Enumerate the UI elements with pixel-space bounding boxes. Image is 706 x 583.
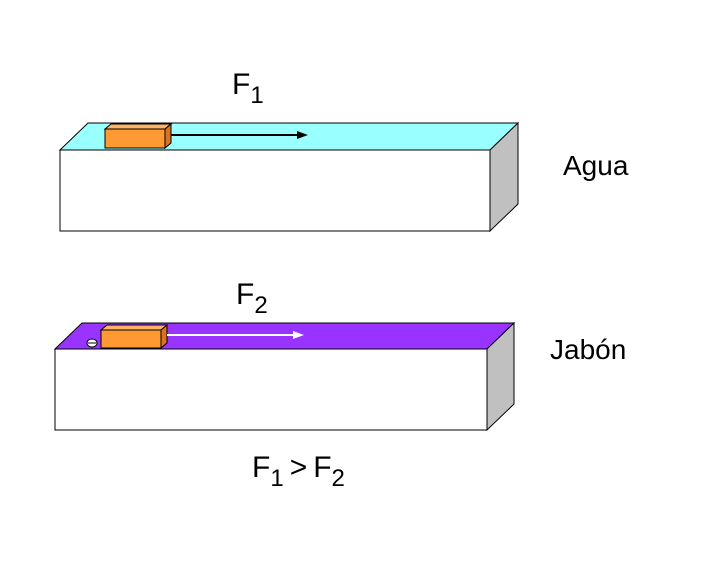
svg-text:F2: F2 xyxy=(236,278,268,319)
svg-text:F1: F1 xyxy=(232,68,264,109)
surface-label-water: Agua xyxy=(563,150,629,181)
force-label-1: F xyxy=(232,68,250,101)
block-soap-top xyxy=(99,324,169,331)
block-soap xyxy=(99,323,169,350)
force-arrow-soap xyxy=(167,331,304,339)
block-soap-side xyxy=(160,323,168,350)
block-water-front xyxy=(104,128,166,149)
slab-soap-front xyxy=(54,348,488,431)
comparison-right-symbol: F xyxy=(313,451,331,484)
force-arrow-water-head xyxy=(297,131,308,139)
block-water xyxy=(103,122,173,150)
force-comparison: F1>F2 xyxy=(252,451,345,492)
block-water-side xyxy=(164,122,172,150)
surface-label-soap: Jabón xyxy=(550,334,626,365)
force-arrow-water xyxy=(171,131,308,139)
block-soap-front xyxy=(100,329,162,349)
force-subscript-1: 1 xyxy=(250,82,263,109)
force-subscript-2: 2 xyxy=(254,292,267,319)
slab-water-front xyxy=(59,149,491,232)
force-label-2: F xyxy=(236,278,254,311)
block-water-top xyxy=(103,123,173,130)
force-arrow-soap-head xyxy=(293,331,304,339)
slab-soap-side xyxy=(486,321,515,432)
comparison-right-subscript: 2 xyxy=(332,465,345,492)
comparison-left-symbol: F xyxy=(252,451,270,484)
comparison-operator: > xyxy=(290,451,308,484)
setup-water: F1 Agua xyxy=(58,68,629,233)
comparison-left-subscript: 1 xyxy=(270,465,283,492)
slab-water-side xyxy=(489,121,519,233)
setup-soap: F2 Jabón xyxy=(53,278,626,432)
